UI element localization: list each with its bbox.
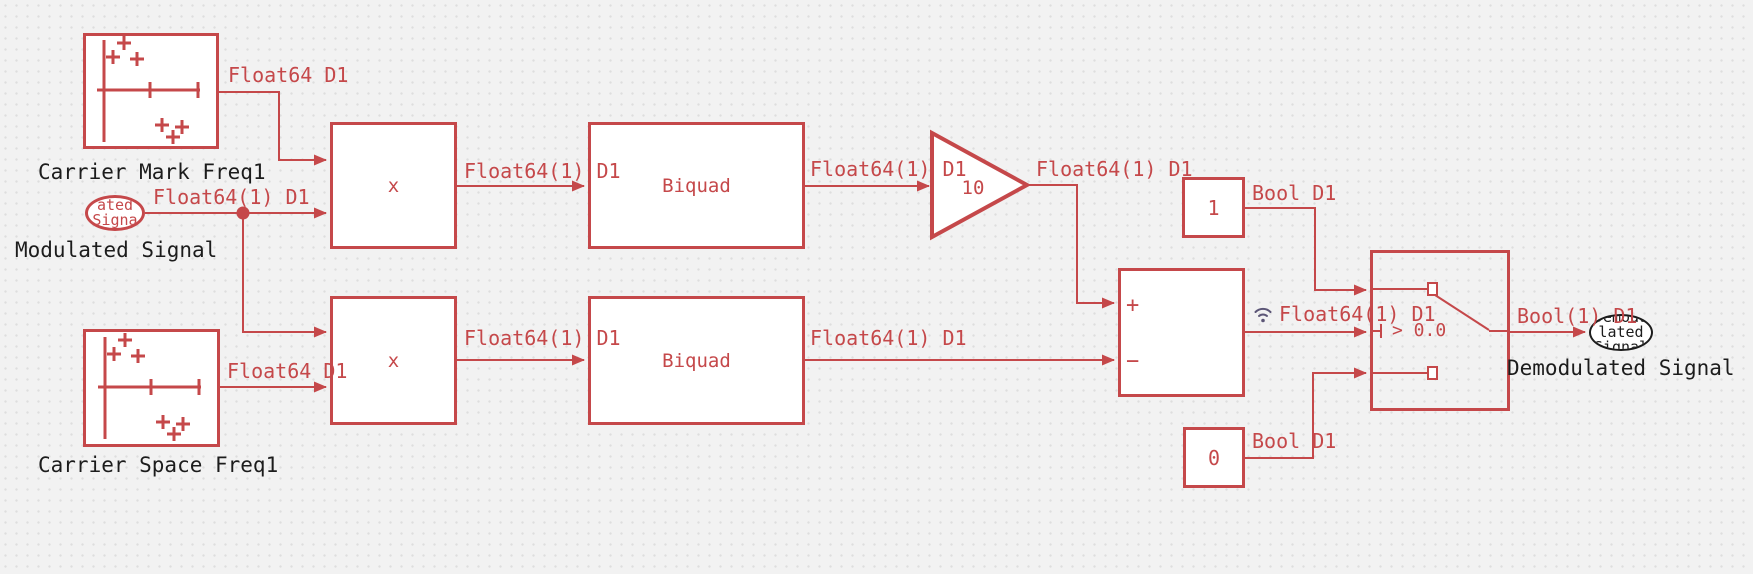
wire-modulated-branch-to-product2[interactable] [242, 213, 327, 338]
signal-label-constant0-out: Bool D1 [1252, 429, 1337, 453]
carrier-mark-freq-label: Carrier Mark Freq1 [38, 160, 266, 184]
carrier-wave-icon [97, 333, 201, 441]
outport-demodulated-signal[interactable]: Demodulated Signal [1589, 314, 1653, 351]
sum-block[interactable]: + − [1118, 268, 1245, 397]
carrier-space-freq-block[interactable] [83, 329, 220, 447]
gain-value: 10 [961, 177, 985, 199]
constant-zero-block[interactable]: 0 [1183, 427, 1245, 488]
signal-label-product1-out: Float64(1) D1 [464, 159, 621, 183]
signal-label-gain-out: Float64(1) D1 [1036, 157, 1193, 181]
biquad1-block[interactable]: Biquad [588, 122, 805, 249]
constant-one-block[interactable]: 1 [1182, 177, 1245, 238]
signal-label-constant1-out: Bool D1 [1252, 181, 1337, 205]
signal-label-modulated-in: Float64(1) D1 [153, 185, 310, 209]
wire-gain-to-sum-plus[interactable] [1028, 184, 1115, 309]
switch-internal-graphics [1373, 282, 1508, 380]
constant-one-value: 1 [1207, 195, 1220, 220]
signal-label-biquad2-out: Float64(1) D1 [810, 326, 967, 350]
sum-minus-port: − [1126, 349, 1140, 374]
inport-oval-text: Modulated Signal [92, 196, 138, 229]
sum-plus-port: + [1126, 293, 1140, 318]
wire-carrier-mark-to-product1[interactable] [219, 91, 327, 166]
switch-block[interactable] [1370, 250, 1510, 411]
switch-criteria-text: > 0.0 [1392, 320, 1447, 341]
carrier-space-freq-label: Carrier Space Freq1 [38, 453, 279, 477]
signal-label-sum-out: Float64(1) D1 [1279, 302, 1436, 326]
biquad2-label: Biquad [662, 349, 731, 372]
constant-zero-value: 0 [1207, 445, 1221, 470]
signal-streaming-icon[interactable] [1251, 303, 1275, 325]
carrier-wave-icon [97, 36, 200, 144]
biquad2-block[interactable]: Biquad [588, 296, 805, 425]
product2-block[interactable]: x [330, 296, 457, 425]
demodulated-signal-label: Demodulated Signal [1507, 356, 1735, 380]
inport-modulated-signal[interactable]: Modulated Signal [85, 195, 145, 231]
carrier-mark-freq-block[interactable] [83, 33, 219, 149]
wire-junction-dot [236, 206, 250, 220]
product1-operator: x [387, 174, 400, 197]
signal-label-carrier-space-out: Float64 D1 [227, 359, 348, 383]
wire-constant1-to-switch[interactable] [1245, 207, 1367, 296]
outport-oval-text: Demodulated Signal [1593, 314, 1649, 351]
gain-block[interactable] [928, 129, 1032, 241]
signal-label-product2-out: Float64(1) D1 [464, 326, 621, 350]
signal-label-carrier-mark-out: Float64 D1 [228, 63, 349, 87]
biquad1-label: Biquad [662, 174, 731, 197]
modulated-signal-label: Modulated Signal [15, 238, 218, 262]
product1-block[interactable]: x [330, 122, 457, 249]
wire-constant0-to-switch[interactable] [1245, 367, 1367, 459]
signal-label-switch-out: Bool(1) D1 [1517, 304, 1638, 328]
product2-operator: x [387, 349, 400, 372]
signal-label-biquad1-out: Float64(1) D1 [810, 157, 967, 181]
